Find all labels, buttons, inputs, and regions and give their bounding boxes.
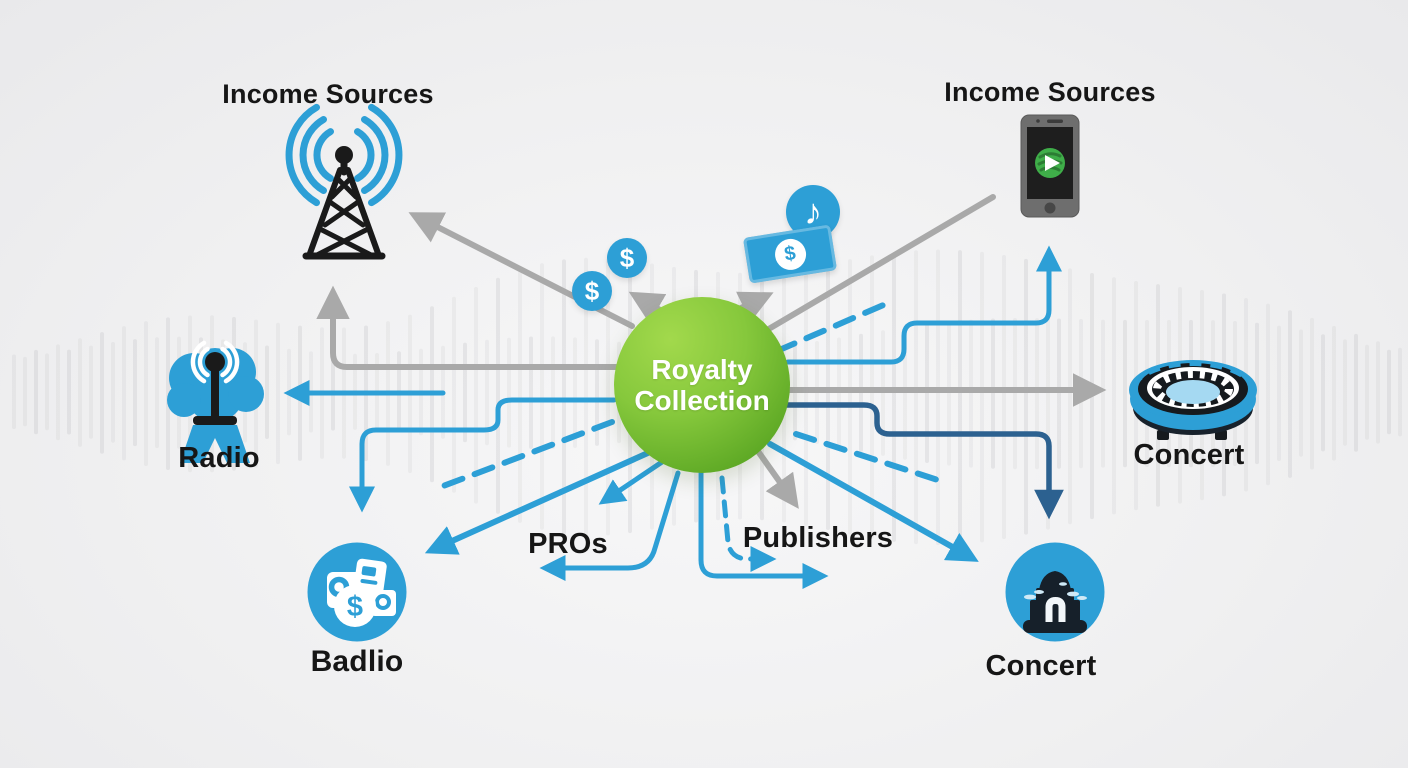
concert-right-label: Concert xyxy=(1133,439,1245,471)
dollar-coin-icon: $ xyxy=(607,238,647,278)
arrow-elbow-to-phone xyxy=(785,245,1062,365)
hub-label-line1: Royalty xyxy=(651,353,753,385)
arrow-curve-left-under-pros xyxy=(539,470,681,581)
publishers-label: Publishers xyxy=(742,522,894,554)
banknote-dollar-badge: $ xyxy=(772,236,808,272)
dollar-glyph: $ xyxy=(347,591,363,623)
arrow-dashed-curve-right xyxy=(719,475,777,572)
dashed-line-down-left xyxy=(435,419,615,491)
broadcast-tower-icon xyxy=(285,103,403,260)
arrow-curve-right-center xyxy=(698,470,829,589)
hub-label-line2: Collection xyxy=(634,385,770,416)
music-note-glyph: ♪ xyxy=(804,191,822,232)
radio-label: Radio xyxy=(178,442,260,474)
smartphone-streaming-icon xyxy=(1020,114,1080,218)
dashed-line-up-right xyxy=(774,300,891,354)
pros-label: PROs xyxy=(528,528,608,560)
income-sources-right-heading: Income Sources xyxy=(944,77,1156,107)
line-center-to-phone-diagonal xyxy=(747,194,996,343)
badlio-label: Badlio xyxy=(310,645,404,678)
income-sources-left-heading: Income Sources xyxy=(222,79,434,109)
music-streaming-app-icon xyxy=(1035,148,1065,178)
arrow-elbow-center-up-left xyxy=(316,285,619,370)
concert-bottom-label: Concert xyxy=(985,650,1097,682)
arrow-diagonal-to-badlio xyxy=(424,449,653,555)
dashed-line-down-right xyxy=(793,431,950,486)
dollar-coin-icon: $ xyxy=(572,271,612,311)
dollar-glyph: $ xyxy=(584,275,600,306)
radio-transmitter-icon xyxy=(167,340,264,463)
concert-venue-icon xyxy=(1005,542,1105,642)
arrow-diagonal-to-concert-bottom xyxy=(767,441,979,562)
royalty-money-icon: $ xyxy=(307,542,407,642)
arrow-elbow-to-badlio xyxy=(349,397,617,513)
royalty-collection-hub: Royalty Collection xyxy=(614,297,790,473)
dollar-glyph: $ xyxy=(782,241,798,266)
dollar-glyph: $ xyxy=(619,242,635,273)
arrow-elbow-to-concert-bottom xyxy=(784,402,1064,520)
stadium-icon xyxy=(1129,360,1257,440)
arrow-to-pros xyxy=(598,457,668,505)
